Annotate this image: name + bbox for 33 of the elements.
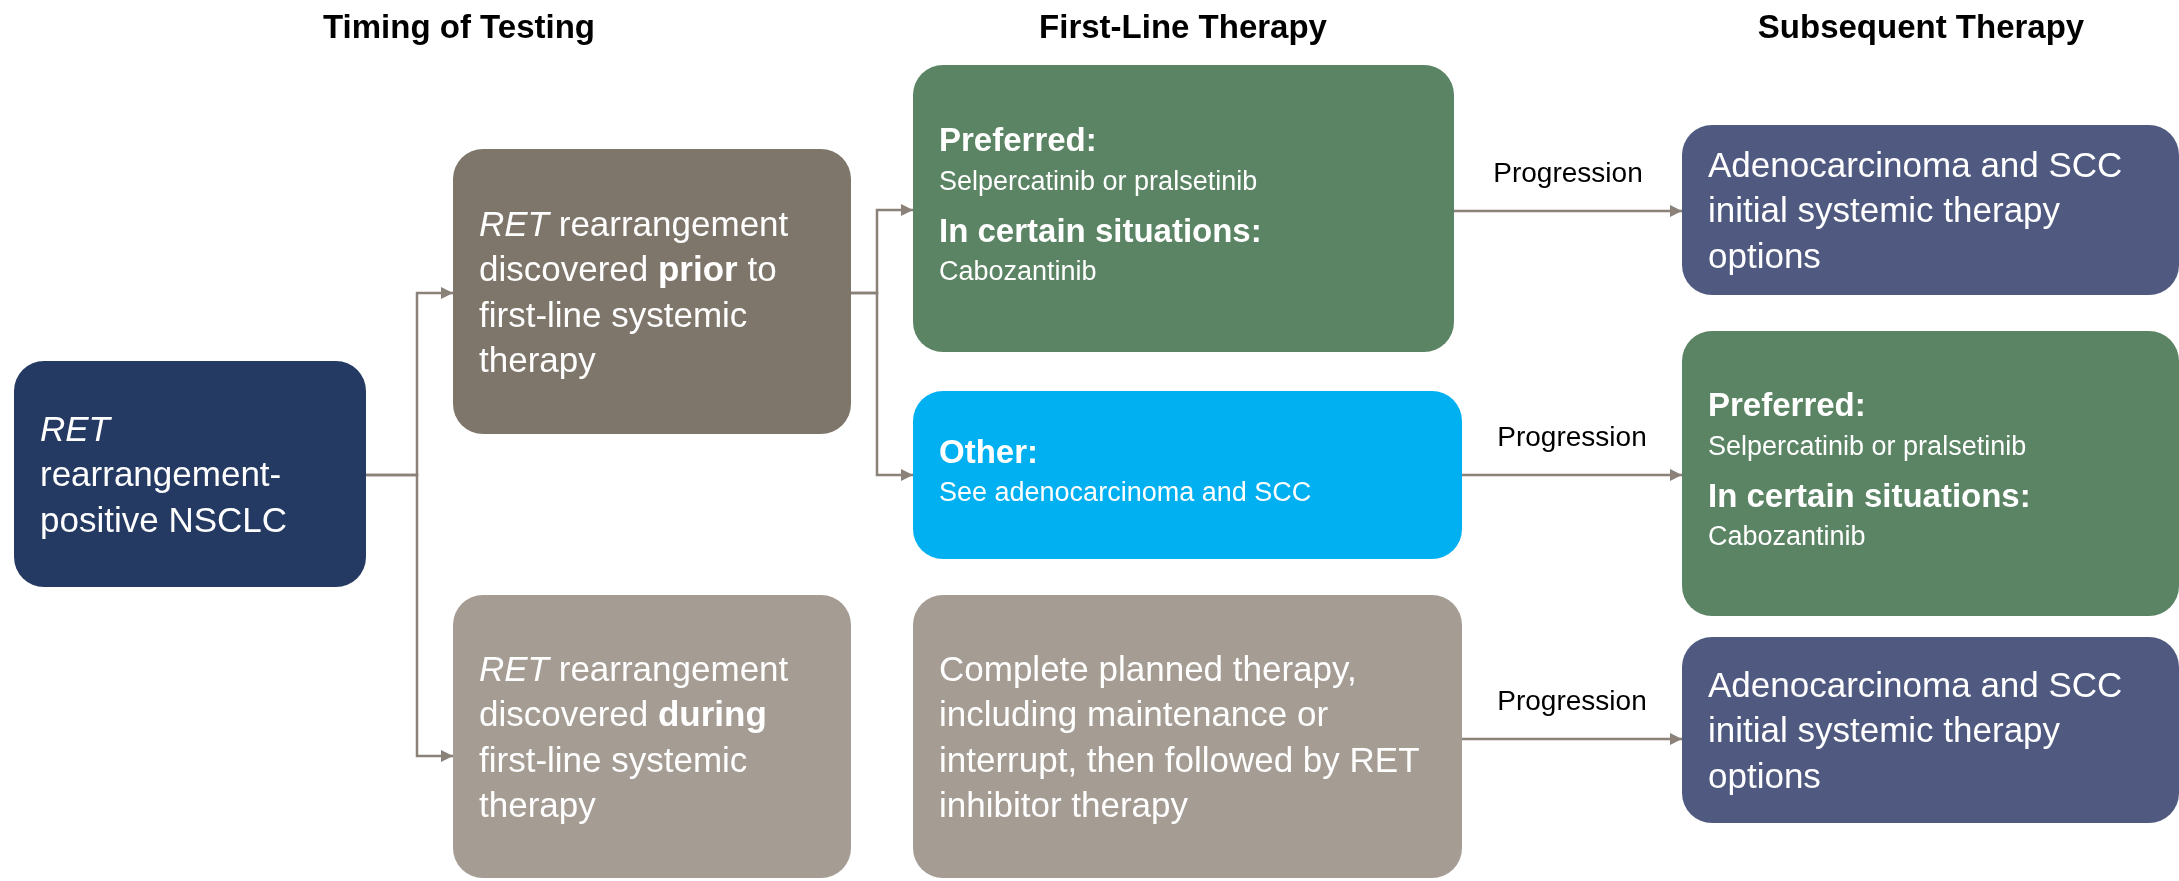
column-heading: Timing of Testing (323, 8, 595, 46)
arrow (851, 291, 913, 482)
process-box (14, 361, 366, 587)
box-text: Adenocarcinoma and SCC initial systemic therapy options (1708, 143, 2124, 277)
heading-text: Other: (939, 431, 1039, 472)
box-text: See adenocarcinoma and SCC (939, 476, 1313, 510)
box-text: Cabozantinib (1708, 520, 1867, 554)
box-text: RET rearrangement-positive NSCLC (40, 407, 289, 541)
arrow (1454, 204, 1682, 218)
column-heading: Subsequent Therapy (1757, 8, 2085, 46)
process-box (913, 391, 1462, 559)
box-text: Complete planned therapy, including maintenance or interrupt, then followed by RET inhibitor therapy (939, 647, 1420, 826)
process-box (1682, 331, 2179, 616)
heading-text: In certain situations: (939, 210, 1263, 251)
arrow (1462, 468, 1682, 482)
heading-text: Preferred: (939, 120, 1098, 161)
process-box (913, 65, 1454, 352)
box-text: Selpercatinib or pralsetinib (1708, 429, 2028, 463)
process-box (913, 595, 1462, 878)
process-box (453, 149, 851, 434)
arrow (366, 473, 453, 763)
heading-text: In certain situations: (1708, 475, 2032, 516)
heading-text: Preferred: (1708, 385, 1867, 426)
process-box (1682, 125, 2179, 295)
process-box (1682, 637, 2179, 823)
box-text: RET rearrangement discovered during first-line systemic therapy (479, 647, 790, 826)
box-text: RET rearrangement discovered prior to first-line systemic therapy (479, 202, 790, 381)
column-heading: First-Line Therapy (1039, 8, 1327, 46)
arrow (1462, 732, 1682, 746)
box-text: Selpercatinib or pralsetinib (939, 164, 1259, 198)
box-text: Adenocarcinoma and SCC initial systemic therapy options (1708, 663, 2124, 797)
process-box (453, 595, 851, 878)
box-text: Cabozantinib (939, 255, 1098, 289)
